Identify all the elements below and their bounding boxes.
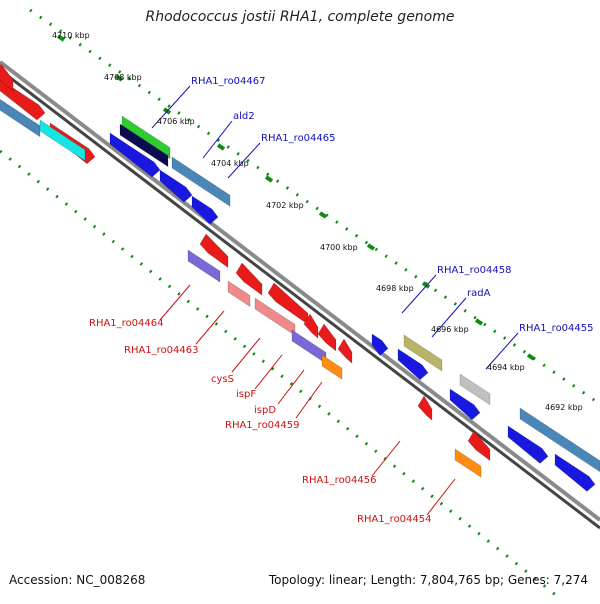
gene-arrow xyxy=(39,119,86,162)
tick-labels: 4710 kbp 4708 kbp 4706 kbp 4704 kbp 4702 kbp… xyxy=(52,31,583,412)
genome-summary-text: Topology: linear; Length: 7,804,765 bp; … xyxy=(268,573,588,587)
gene-arrow xyxy=(187,249,221,283)
gene-arrow xyxy=(449,388,481,421)
kbp-tick-mark xyxy=(366,243,376,251)
callout-line xyxy=(195,310,225,345)
kbp-tick-label: 4698 kbp xyxy=(376,284,414,293)
kbp-tick-label: 4694 kbp xyxy=(487,363,525,372)
gene-arrow xyxy=(0,98,41,138)
callout-line xyxy=(426,478,456,516)
kbp-tick-mark xyxy=(526,353,536,361)
gene-label-reverse: ispF xyxy=(236,389,256,400)
kbp-tick-mark xyxy=(264,175,274,183)
gene-labels: RHA1_ro04467 ald2RHA1_ro04465RHA1_ro04458… xyxy=(89,76,594,525)
callout-line xyxy=(202,120,233,159)
sequence-backbone xyxy=(0,60,600,530)
kbp-tick-label: 4706 kbp xyxy=(157,117,195,126)
callout-line xyxy=(227,142,261,179)
gene-label-reverse: RHA1_ro04463 xyxy=(124,345,199,356)
map-title: Rhodococcus jostii RHA1, complete genome xyxy=(145,9,455,25)
gene-arrow xyxy=(227,280,251,308)
callout-line xyxy=(231,337,261,373)
gene-label-forward: RHA1_ro04458 xyxy=(437,265,512,276)
feature-arrows xyxy=(0,63,600,492)
gene-label-reverse: RHA1_ro04456 xyxy=(302,475,377,486)
gene-arrow xyxy=(371,333,389,356)
tick-dots xyxy=(0,8,600,602)
gene-arrow xyxy=(554,453,596,492)
gene-arrow xyxy=(507,425,549,464)
callout-line xyxy=(431,297,467,338)
reverse-dotted-track xyxy=(0,149,563,602)
gene-arrow xyxy=(171,156,231,207)
gene-label-forward: RHA1_ro04467 xyxy=(191,76,266,87)
kbp-tick-mark xyxy=(421,281,431,289)
accession-text: Accession: NC_008268 xyxy=(9,573,146,587)
gene-label-reverse: RHA1_ro04454 xyxy=(357,514,432,525)
gene-label-reverse: RHA1_ro04464 xyxy=(89,318,164,329)
callout-line xyxy=(151,85,191,129)
callout-line xyxy=(401,274,437,314)
gene-arrow xyxy=(235,262,263,296)
gene-label-forward: RHA1_ro04465 xyxy=(261,133,336,144)
gene-arrow xyxy=(403,334,443,372)
callout-line xyxy=(277,369,305,405)
kbp-tick-label: 4708 kbp xyxy=(104,73,142,82)
gene-arrow xyxy=(459,373,491,406)
callout-line xyxy=(295,381,323,419)
gene-label-reverse: cysS xyxy=(211,374,234,385)
gene-arrow xyxy=(317,323,337,352)
callout-line xyxy=(371,440,401,477)
kbp-tick-mark xyxy=(216,143,226,151)
gene-label-reverse: RHA1_ro04459 xyxy=(225,420,300,431)
gene-arrow xyxy=(303,313,319,339)
kbp-tick-mark xyxy=(56,34,66,42)
gene-arrow xyxy=(467,430,491,462)
gene-arrow xyxy=(337,338,353,364)
gene-arrow xyxy=(159,169,193,203)
gene-arrow xyxy=(417,395,433,421)
forward-dotted-track xyxy=(29,8,600,406)
kbp-tick-label: 4710 kbp xyxy=(52,31,90,40)
kbp-tick-mark xyxy=(114,74,124,82)
gene-arrow xyxy=(519,407,600,473)
gene-label-reverse: ispD xyxy=(254,405,276,416)
gene-arrow xyxy=(397,348,429,381)
callout-lines xyxy=(151,85,519,516)
gene-arrow xyxy=(267,282,309,325)
gene-label-forward: radA xyxy=(467,288,491,299)
callout-line xyxy=(159,284,191,321)
gene-arrow xyxy=(109,132,161,178)
gene-arrow xyxy=(454,448,482,478)
gene-arrow xyxy=(119,123,169,168)
gene-label-forward: ald2 xyxy=(233,111,255,122)
kbp-tick-label: 4696 kbp xyxy=(431,325,469,334)
kbp-tick-label: 4700 kbp xyxy=(320,243,358,252)
backbone-line-lower xyxy=(0,68,600,530)
gene-arrow xyxy=(191,195,219,225)
gene-arrow xyxy=(121,115,171,160)
kbp-tick-mark xyxy=(474,318,484,326)
kbp-tick-label: 4692 kbp xyxy=(545,403,583,412)
callout-line xyxy=(254,354,283,390)
gene-arrow xyxy=(0,63,14,92)
kbp-tick-label: 4704 kbp xyxy=(211,159,249,168)
gene-arrow xyxy=(321,354,343,380)
gene-arrow xyxy=(199,233,229,269)
callout-line xyxy=(485,332,519,370)
gene-label-forward: RHA1_ro04455 xyxy=(519,323,594,334)
kbp-tick-mark xyxy=(318,211,328,219)
kbp-tick-label: 4702 kbp xyxy=(266,201,304,210)
backbone-line-upper xyxy=(0,60,600,522)
